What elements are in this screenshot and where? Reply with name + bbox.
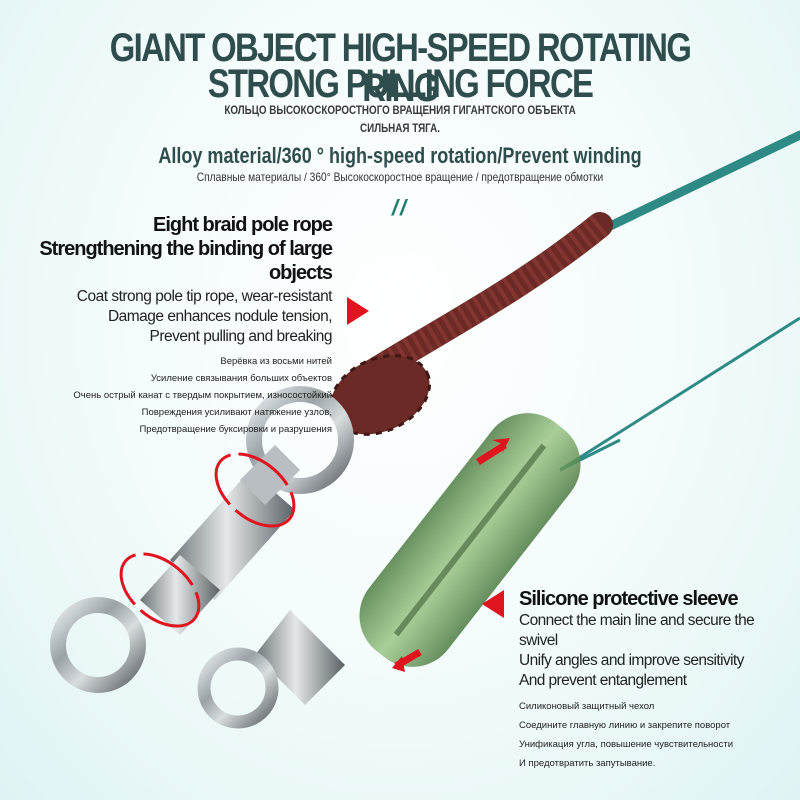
features-ru-line: Сплавные материалы / 360° Высокоскоростн… — [196, 170, 604, 184]
right-callout-ru-2: Соедините главную линию и закрепите пово… — [519, 720, 731, 731]
silicone-sleeve — [359, 413, 581, 667]
headline-ru-line-1: КОЛЬЦО ВЫСОКОСКОРОСТНОГО ВРАЩЕНИЯ ГИГАНТ… — [224, 103, 576, 117]
main-line-bottom — [559, 316, 800, 472]
features-line: Alloy material/360 ° high-speed rotation… — [158, 143, 642, 168]
left-callout-title-2: Strengthening the binding of large objec… — [39, 238, 333, 284]
left-callout-text-3: Prevent pulling and breaking — [149, 328, 333, 345]
rope-knot — [330, 355, 430, 435]
right-callout-ru-3: Унификация угла, повышение чувствительно… — [519, 739, 733, 750]
right-callout-ru-4: И предотвратить запутывание. — [519, 758, 656, 769]
right-swivel — [197, 610, 345, 729]
right-callout: Silicone protective sleeve Connect the m… — [519, 587, 794, 773]
left-swivel — [50, 386, 354, 693]
red-direction-arrow-icon — [392, 648, 422, 672]
red-triangle-pointer-icon — [347, 297, 369, 325]
right-callout-text-2: Unify angles and improve sensitivity — [519, 652, 744, 669]
headline-line-1: GIANT OBJECT HIGH-SPEED ROTATING RING — [109, 26, 692, 110]
left-callout-text-1: Coat strong pole tip rope, wear-resistan… — [76, 288, 333, 305]
left-callout-ru-1: Верёвка из восьми нитей — [220, 356, 332, 367]
red-direction-arrow-icon — [476, 438, 510, 465]
left-callout: Eight braid pole rope Strengthening the … — [0, 213, 333, 438]
left-callout-title-1: Eight braid pole rope — [152, 214, 333, 236]
right-callout-title: Silicone protective sleeve — [519, 588, 739, 610]
left-callout-ru-5: Предотвращение буксировки и разрушения — [139, 424, 332, 435]
right-callout-text-3: And prevent entanglement — [519, 672, 687, 689]
left-callout-ru-4: Повреждения усиливают натяжение узлов, — [141, 407, 332, 418]
red-rotation-arrow-icon — [214, 452, 296, 528]
red-rotation-arrow-icon — [119, 552, 201, 628]
left-callout-text-2: Damage enhances nodule tension, — [107, 308, 333, 325]
left-callout-ru-3: Очень острый канат с твердым покрытием, … — [73, 390, 332, 401]
divider-mark: // — [391, 195, 409, 220]
red-triangle-pointer-icon — [482, 590, 504, 618]
right-callout-text-1: Connect the main line and secure the swi… — [519, 612, 755, 649]
right-callout-ru-1: Силиконовый защитный чехол — [519, 701, 655, 712]
headline-line-2: STRONG PULLING FORCE — [207, 62, 594, 106]
headline-ru-line-2: СИЛЬНАЯ ТЯГА. — [360, 121, 440, 135]
left-callout-ru-2: Усиление связывания больших объектов — [150, 373, 332, 384]
